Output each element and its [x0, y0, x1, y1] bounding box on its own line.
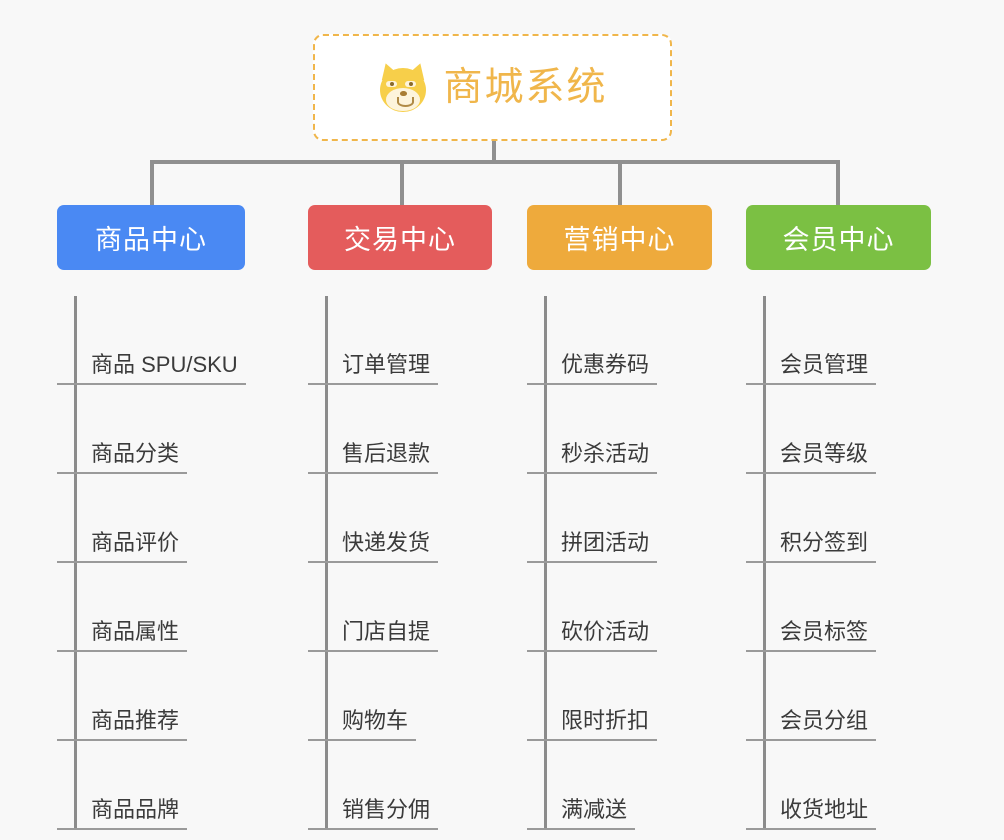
leaf-label: 门店自提: [308, 619, 439, 652]
connector-root-stem: [492, 141, 496, 163]
category-header-3[interactable]: 营销中心: [527, 205, 712, 270]
category-column-4: 会员中心 会员管理 会员等级 积分签到 会员标签 会员分组 收货地址: [746, 205, 976, 830]
list-item[interactable]: 门店自提: [308, 563, 538, 652]
list-item[interactable]: 商品品牌: [57, 741, 357, 830]
category-header-1[interactable]: 商品中心: [57, 205, 245, 270]
root-node-shop-system[interactable]: 商城系统: [313, 34, 672, 141]
leaf-label: 商品推荐: [57, 708, 188, 741]
leaf-label: 会员等级: [746, 441, 877, 474]
list-item[interactable]: 商品 SPU/SKU: [57, 296, 357, 385]
list-item[interactable]: 砍价活动: [527, 563, 757, 652]
connector-horizontal-bar: [150, 160, 840, 164]
leaf-label: 砍价活动: [527, 619, 658, 652]
leaf-label: 优惠券码: [527, 352, 658, 385]
list-item[interactable]: 快递发货: [308, 474, 538, 563]
list-item[interactable]: 会员等级: [746, 385, 976, 474]
leaf-label: 购物车: [308, 708, 417, 741]
leaf-label: 拼团活动: [527, 530, 658, 563]
shiba-inu-dog-face-icon: [377, 60, 430, 114]
list-item[interactable]: 满减送: [527, 741, 757, 830]
category-header-2[interactable]: 交易中心: [308, 205, 492, 270]
leaf-label: 会员分组: [746, 708, 877, 741]
leaf-stem-1: [74, 296, 77, 830]
connector-drop-1: [150, 160, 154, 208]
connector-drop-4: [836, 160, 840, 208]
leaf-label: 秒杀活动: [527, 441, 658, 474]
leaf-stem-3: [544, 296, 547, 830]
list-item[interactable]: 会员管理: [746, 296, 976, 385]
category-header-4-label: 会员中心: [782, 225, 895, 255]
category-header-3-label: 营销中心: [563, 225, 676, 255]
list-item[interactable]: 收货地址: [746, 741, 976, 830]
leaf-label: 商品属性: [57, 619, 188, 652]
leaf-list-4: 会员管理 会员等级 积分签到 会员标签 会员分组 收货地址: [746, 296, 976, 830]
leaf-stem-2: [325, 296, 328, 830]
list-item[interactable]: 订单管理: [308, 296, 538, 385]
leaf-stem-4: [763, 296, 766, 830]
list-item[interactable]: 限时折扣: [527, 652, 757, 741]
leaf-label: 商品分类: [57, 441, 188, 474]
leaf-label: 快递发货: [308, 530, 439, 563]
list-item[interactable]: 拼团活动: [527, 474, 757, 563]
leaf-label: 收货地址: [746, 797, 877, 830]
connector-drop-3: [618, 160, 622, 208]
category-column-2: 交易中心 订单管理 售后退款 快递发货 门店自提 购物车 销售分佣: [308, 205, 538, 830]
list-item[interactable]: 秒杀活动: [527, 385, 757, 474]
list-item[interactable]: 积分签到: [746, 474, 976, 563]
list-item[interactable]: 商品推荐: [57, 652, 357, 741]
leaf-label: 限时折扣: [527, 708, 658, 741]
leaf-label: 会员标签: [746, 619, 877, 652]
leaf-list-2: 订单管理 售后退款 快递发货 门店自提 购物车 销售分佣: [308, 296, 538, 830]
list-item[interactable]: 购物车: [308, 652, 538, 741]
leaf-list-3: 优惠券码 秒杀活动 拼团活动 砍价活动 限时折扣 满减送: [527, 296, 757, 830]
leaf-label: 销售分佣: [308, 797, 439, 830]
category-header-2-label: 交易中心: [344, 225, 456, 255]
leaf-label: 售后退款: [308, 441, 439, 474]
category-header-4[interactable]: 会员中心: [746, 205, 931, 270]
category-column-3: 营销中心 优惠券码 秒杀活动 拼团活动 砍价活动 限时折扣 满减送: [527, 205, 757, 830]
leaf-label: 会员管理: [746, 352, 877, 385]
leaf-list-1: 商品 SPU/SKU 商品分类 商品评价 商品属性 商品推荐 商品品牌: [57, 296, 357, 830]
leaf-label: 满减送: [527, 797, 636, 830]
category-header-1-label: 商品中心: [95, 225, 207, 255]
leaf-label: 商品品牌: [57, 797, 188, 830]
list-item[interactable]: 商品评价: [57, 474, 357, 563]
list-item[interactable]: 优惠券码: [527, 296, 757, 385]
list-item[interactable]: 销售分佣: [308, 741, 538, 830]
root-title: 商城系统: [443, 66, 608, 109]
leaf-label: 订单管理: [308, 352, 439, 385]
category-column-1: 商品中心 商品 SPU/SKU 商品分类 商品评价 商品属性 商品推荐 商品品牌: [57, 205, 357, 830]
leaf-label: 积分签到: [746, 530, 877, 563]
connector-drop-2: [400, 160, 404, 208]
leaf-label: 商品评价: [57, 530, 188, 563]
leaf-label: 商品 SPU/SKU: [57, 352, 246, 385]
list-item[interactable]: 售后退款: [308, 385, 538, 474]
list-item[interactable]: 商品分类: [57, 385, 357, 474]
list-item[interactable]: 会员分组: [746, 652, 976, 741]
list-item[interactable]: 会员标签: [746, 563, 976, 652]
list-item[interactable]: 商品属性: [57, 563, 357, 652]
